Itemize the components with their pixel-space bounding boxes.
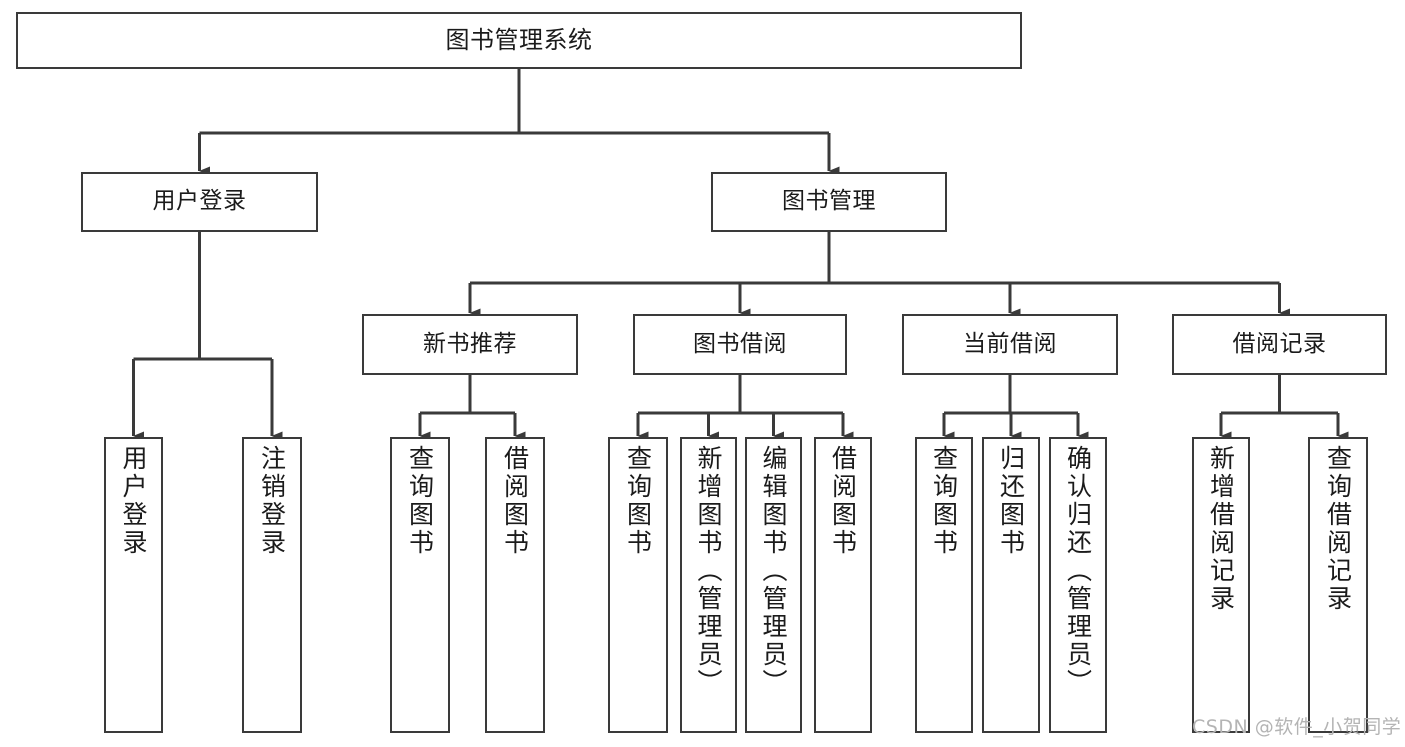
csdn-watermark: CSDN @软件_小贺同学 [1192,716,1402,738]
node-leaf-return-book[interactable]: 归还图书 [982,437,1040,733]
node-new-book-recommend[interactable]: 新书推荐 [362,314,578,375]
node-borrow-record[interactable]: 借阅记录 [1172,314,1387,375]
node-current-borrow-label: 当前借阅 [963,330,1057,357]
node-leaf-return-book-label: 归还图书 [996,445,1026,557]
node-book-manage-label: 图书管理 [782,188,876,215]
node-leaf-user-login-label: 用户登录 [119,445,148,557]
node-leaf-confirm-return[interactable]: 确认归还（管理员） [1049,437,1107,733]
node-leaf-add-record[interactable]: 新增借阅记录 [1192,437,1250,733]
node-leaf-borrow-book-1[interactable]: 借阅图书 [485,437,545,733]
node-leaf-user-login[interactable]: 用户登录 [104,437,163,733]
node-root[interactable]: 图书管理系统 [16,12,1022,69]
node-leaf-add-book-label: 新增图书（管理员） [694,445,723,697]
node-leaf-add-book[interactable]: 新增图书（管理员） [680,437,737,733]
node-leaf-borrow-book-2-label: 借阅图书 [828,445,858,557]
node-leaf-query-book-1-label: 查询图书 [405,445,435,557]
node-leaf-query-book-1[interactable]: 查询图书 [390,437,450,733]
node-leaf-logout[interactable]: 注销登录 [242,437,302,733]
node-borrow-record-label: 借阅记录 [1232,330,1327,357]
edge-paths [132,69,1349,441]
node-leaf-query-book-3-label: 查询图书 [929,445,959,557]
node-new-book-recommend-label: 新书推荐 [423,330,517,357]
node-book-borrow[interactable]: 图书借阅 [633,314,847,375]
node-leaf-borrow-book-1-label: 借阅图书 [500,445,530,557]
node-user-login-label: 用户登录 [152,188,247,215]
node-leaf-borrow-book-2[interactable]: 借阅图书 [814,437,872,733]
node-leaf-query-book-2-label: 查询图书 [623,445,653,557]
node-leaf-edit-book[interactable]: 编辑图书（管理员） [745,437,802,733]
node-leaf-query-book-3[interactable]: 查询图书 [915,437,973,733]
node-leaf-edit-book-label: 编辑图书（管理员） [759,445,788,697]
node-user-login[interactable]: 用户登录 [81,172,318,232]
node-root-label: 图书管理系统 [445,26,593,55]
node-leaf-query-record[interactable]: 查询借阅记录 [1308,437,1368,733]
node-leaf-logout-label: 注销登录 [257,445,287,557]
node-book-manage[interactable]: 图书管理 [711,172,947,232]
node-leaf-confirm-return-label: 确认归还（管理员） [1063,445,1093,697]
node-leaf-query-book-2[interactable]: 查询图书 [608,437,668,733]
node-leaf-add-record-label: 新增借阅记录 [1206,445,1236,613]
node-current-borrow[interactable]: 当前借阅 [902,314,1118,375]
node-book-borrow-label: 图书借阅 [693,330,787,357]
node-leaf-query-record-label: 查询借阅记录 [1323,445,1353,613]
